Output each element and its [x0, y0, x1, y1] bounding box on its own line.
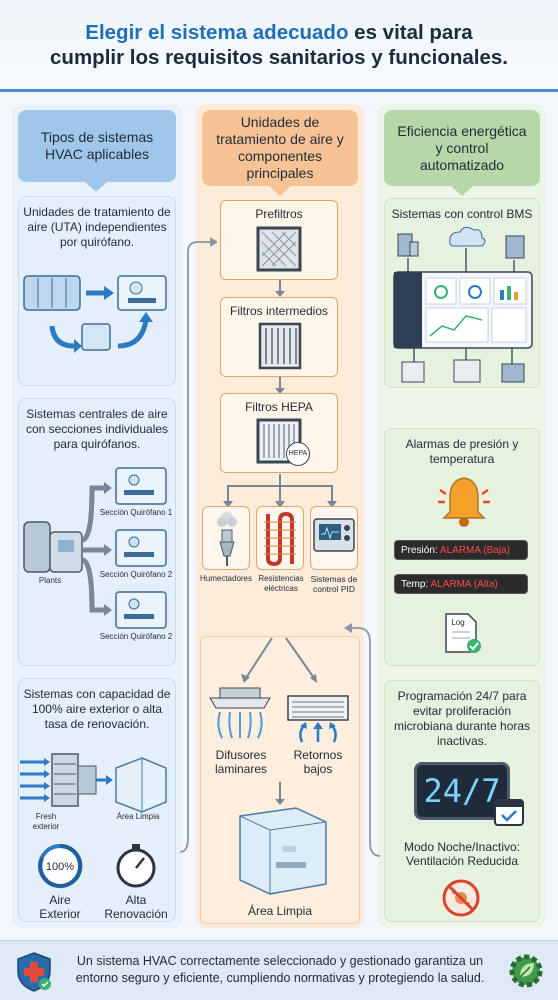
pressure-label: Presión: — [401, 545, 438, 556]
footer-text: Un sistema HVAC correctamente selecciona… — [75, 954, 485, 985]
eco-gear-icon — [509, 954, 543, 988]
pid-systems-label: Sistemas de control PID — [310, 574, 358, 594]
intermediate-filter-icon — [258, 322, 302, 370]
clean-area-left-label: Área Limpia — [116, 812, 160, 821]
title-accent: Elegir el sistema adecuado — [85, 21, 349, 44]
page-title: Elegir el sistema adecuado es vital para… — [0, 20, 558, 70]
pid-controller-icon — [313, 518, 355, 552]
night-mode-label: Modo Noche/Inactivo: Ventilación Reducid… — [403, 840, 521, 868]
outdoor-card-title: Sistemas con capacidad de 100% aire exte… — [23, 687, 171, 731]
clean-area-arrow — [275, 782, 285, 805]
log-label: Log — [451, 618, 465, 627]
title-line2: cumplir los requisitos sanitarios y func… — [50, 46, 508, 69]
section-2a-label: Sección Quirófano 2 — [99, 570, 173, 579]
temp-label: Temp: — [401, 579, 429, 590]
flow-arrow-1 — [275, 280, 285, 297]
page-header: Elegir el sistema adecuado es vital para… — [0, 0, 558, 92]
distribution-arrows — [241, 637, 317, 683]
middle-column-header: Unidades de tratamiento de aire y compon… — [202, 110, 358, 186]
low-return-icon — [287, 695, 349, 743]
prefilters-label: Prefiltros — [255, 207, 303, 221]
plants-label: Plants — [38, 576, 62, 585]
clean-area-room-icon — [239, 807, 327, 895]
right-header-text: Eficiencia energética y control automati… — [397, 122, 527, 173]
outdoor-air-label: Aire Exterior — [39, 893, 81, 921]
intermediate-filters-label: Filtros intermedios — [229, 304, 329, 318]
left-header-pointer — [84, 181, 108, 192]
fresh-exterior-label: Fresh exterior — [32, 812, 60, 831]
uta-illustration — [23, 275, 167, 353]
middle-header-text: Unidades de tratamiento de aire y compon… — [216, 114, 344, 181]
left-header-text: Tipos de sistemas HVAC aplicables — [40, 129, 154, 162]
title-rest: es vital para — [348, 21, 473, 44]
low-returns-label: Retornos bajos — [293, 748, 343, 776]
bms-card-title: Sistemas con control BMS — [391, 207, 533, 221]
uta-card-title: Unidades de tratamiento de aire (UTA) in… — [23, 205, 171, 249]
clock-value: 24/7 — [423, 772, 501, 810]
clean-area-middle-label: Área Limpia — [247, 904, 313, 918]
schedule-card-title: Programación 24/7 para evitar proliferac… — [393, 689, 531, 748]
high-renewal-label: Alta Renovación — [104, 893, 168, 921]
laminar-diffuser-icon — [209, 687, 271, 739]
electric-resistance-icon — [264, 511, 296, 567]
section-2b-label: Sección Quirófano 2 — [99, 632, 173, 641]
outdoor-air-illustration — [20, 753, 167, 888]
hepa-badge: HEPA — [286, 442, 310, 466]
pressure-alarm: Presión: ALARMA (Baja) — [394, 540, 528, 560]
hepa-badge-text: HEPA — [288, 450, 308, 457]
shield-medical-icon — [17, 952, 51, 992]
bms-dashboard-illustration — [393, 226, 533, 383]
hepa-filter-icon — [256, 418, 302, 464]
humidifier-icon — [217, 512, 237, 566]
footer-banner: Un sistema HVAC correctamente selecciona… — [0, 940, 558, 1000]
laminar-diffusers-label: Difusores laminares — [214, 748, 268, 776]
central-plant-illustration — [23, 467, 167, 629]
middle-header-pointer — [268, 185, 292, 196]
temperature-alarm: Temp: ALARMA (Alta) — [394, 574, 528, 594]
alarms-card-title: Alarmas de presión y temperatura — [405, 437, 519, 466]
alarm-bell-icon — [438, 477, 490, 527]
no-microbes-icon — [442, 879, 480, 917]
pressure-value: ALARMA (Baja) — [439, 545, 510, 556]
log-document-icon — [445, 613, 481, 653]
temp-value: ALARMA (Alta) — [430, 579, 498, 590]
central-card-title: Sistemas centrales de aire con secciones… — [25, 407, 169, 451]
left-to-middle-connector — [179, 237, 218, 853]
left-column-header: Tipos de sistemas HVAC aplicables — [18, 110, 176, 182]
hepa-filters-label: Filtros HEPA — [245, 400, 313, 414]
humidifiers-label: Humectadores — [199, 574, 253, 583]
right-to-middle-connector — [344, 623, 381, 857]
section-1-label: Sección Quirófano 1 — [99, 508, 173, 517]
gauge-value: 100% — [45, 861, 75, 873]
right-column-header: Eficiencia energética y control automati… — [384, 110, 540, 186]
flow-arrow-2 — [275, 377, 285, 394]
prefilter-icon — [256, 226, 302, 272]
component-branch-arrows — [223, 474, 337, 508]
right-header-pointer — [450, 185, 474, 196]
electric-resistances-label: Resistencias eléctricas — [258, 574, 304, 593]
calendar-check-icon — [494, 799, 524, 826]
